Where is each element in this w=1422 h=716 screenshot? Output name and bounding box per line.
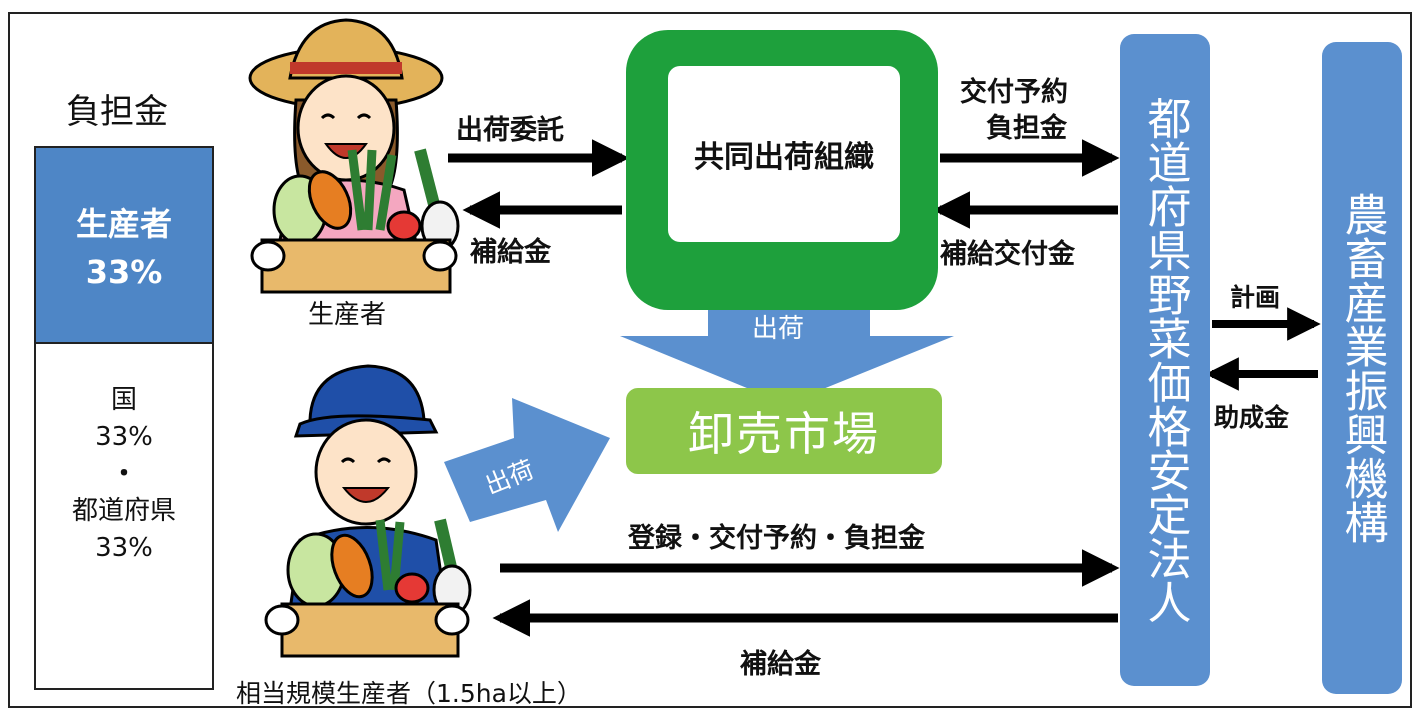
gov-share-line: 国 — [110, 385, 137, 415]
alic-agency: 農畜産業振興機構 — [1322, 42, 1402, 694]
burden-title: 負担金 — [66, 92, 168, 132]
ship-down-label: 出荷 — [752, 314, 805, 344]
plan-label: 計画 — [1230, 283, 1281, 312]
grant-reserve-label-2: 負担金 — [986, 113, 1067, 144]
ship-diag-arrow — [444, 398, 610, 532]
gov-share-line: 33% — [95, 533, 153, 563]
producer-share-label: 生産者 — [75, 205, 172, 243]
consign-label: 出荷委託 — [456, 115, 564, 146]
farmer-man-illustration — [264, 364, 472, 658]
pref-price-corp: 都道府県野菜価格安定法人 — [1120, 34, 1210, 686]
subsidy1-label: 補給金 — [470, 237, 551, 268]
register-label: 登録・交付予約・負担金 — [628, 523, 925, 554]
grant-reserve-label-1: 交付予約 — [960, 77, 1068, 108]
ship-down-arrow — [620, 286, 954, 404]
producer-caption: 生産者 — [308, 300, 387, 330]
gov-share: 国 33% ・ 都道府県 33% — [36, 382, 212, 567]
gov-share-line: 都道府県 — [71, 496, 176, 526]
large-producer-caption: 相当規模生産者（1.5ha以上） — [236, 679, 582, 708]
subsidy2-label: 補給金 — [740, 649, 821, 680]
farmer-woman-illustration — [248, 18, 460, 294]
wholesale-market: 卸売市場 — [626, 388, 942, 474]
subsidy-grant-label: 補給交付金 — [940, 239, 1075, 270]
burden-share-box: 生産者 33% 国 33% ・ 都道府県 33% — [34, 146, 214, 690]
diagram-frame — [8, 12, 1412, 708]
aid-label: 助成金 — [1214, 403, 1290, 432]
gov-share-line: 33% — [95, 422, 153, 452]
producer-share-pct: 33% — [85, 253, 163, 291]
shipping-org-label: 共同出荷組織 — [668, 66, 900, 242]
producer-share: 生産者 33% — [36, 148, 212, 344]
gov-share-line: ・ — [110, 459, 137, 489]
